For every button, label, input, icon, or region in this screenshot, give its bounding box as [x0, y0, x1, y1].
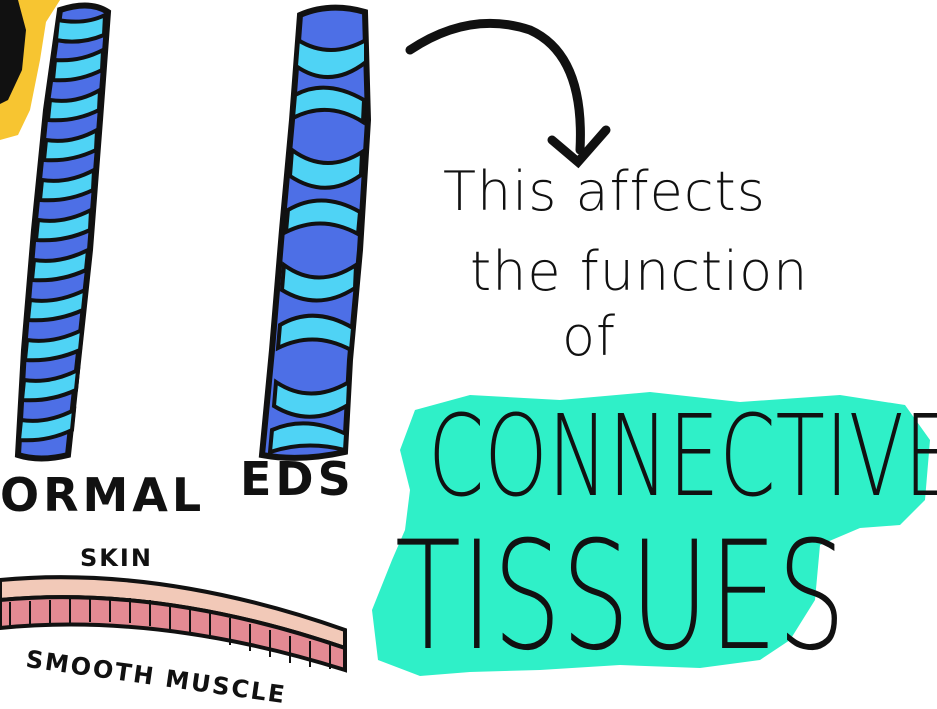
arrow-icon [410, 23, 606, 162]
note-line-2: the function [470, 240, 808, 303]
normal-label: ORMAL [0, 468, 205, 522]
highlight-line-1: CONNECTIVE [428, 392, 937, 522]
note-line-3: of [562, 305, 616, 368]
eds-fiber [262, 8, 368, 458]
illustration: This affects the function of CONNECTIVE … [0, 0, 937, 687]
skin-label: SKIN [80, 544, 153, 572]
highlight-line-2: TISSUES [395, 510, 846, 684]
note-line-1: This affects [443, 160, 766, 223]
eds-label: EDS [240, 452, 355, 506]
